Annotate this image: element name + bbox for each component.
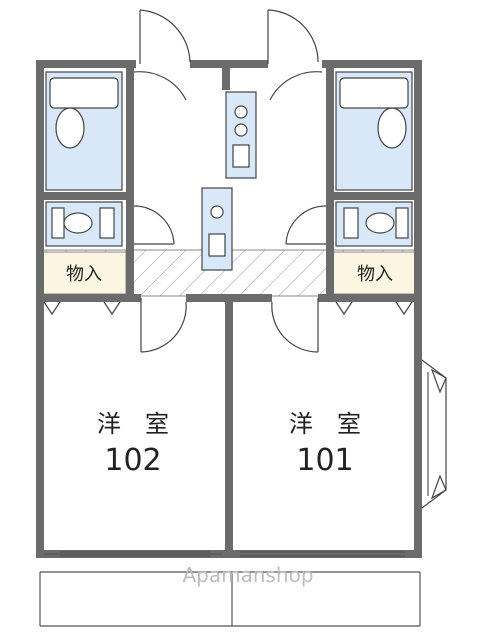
hall-door-left[interactable] [133,71,187,101]
hall-door-right[interactable] [269,71,323,101]
watermark: Apamanshop [182,563,313,587]
storage-label-left: 物入 [66,264,102,285]
entrance-door-right[interactable] [267,9,319,64]
toilet-left [51,207,115,239]
room-door-left[interactable] [140,298,187,353]
room-label-right: 洋 室 [289,410,361,438]
bottom-windows [44,551,405,557]
room-label-left: 洋 室 [97,410,169,438]
room-door-right[interactable] [271,298,319,353]
room-number-left: 102 [104,443,161,478]
kitchen-counter-lower [201,187,233,271]
storage-left [41,251,127,295]
outer-walls [36,60,422,558]
bath-door-right[interactable] [285,205,327,245]
storage-label-right: 物入 [357,264,393,285]
storage-right [332,251,418,295]
kitchen-counter-upper [225,91,257,179]
bay-window [421,359,447,509]
room-number-right: 101 [296,443,353,478]
entrance-door-left[interactable] [139,9,191,64]
balcony [39,571,421,627]
toilet-right [343,207,409,239]
bathtub-right [339,77,409,149]
bathtub-left [49,77,119,149]
bath-door-left[interactable] [133,205,175,245]
storage-doors [43,301,413,316]
